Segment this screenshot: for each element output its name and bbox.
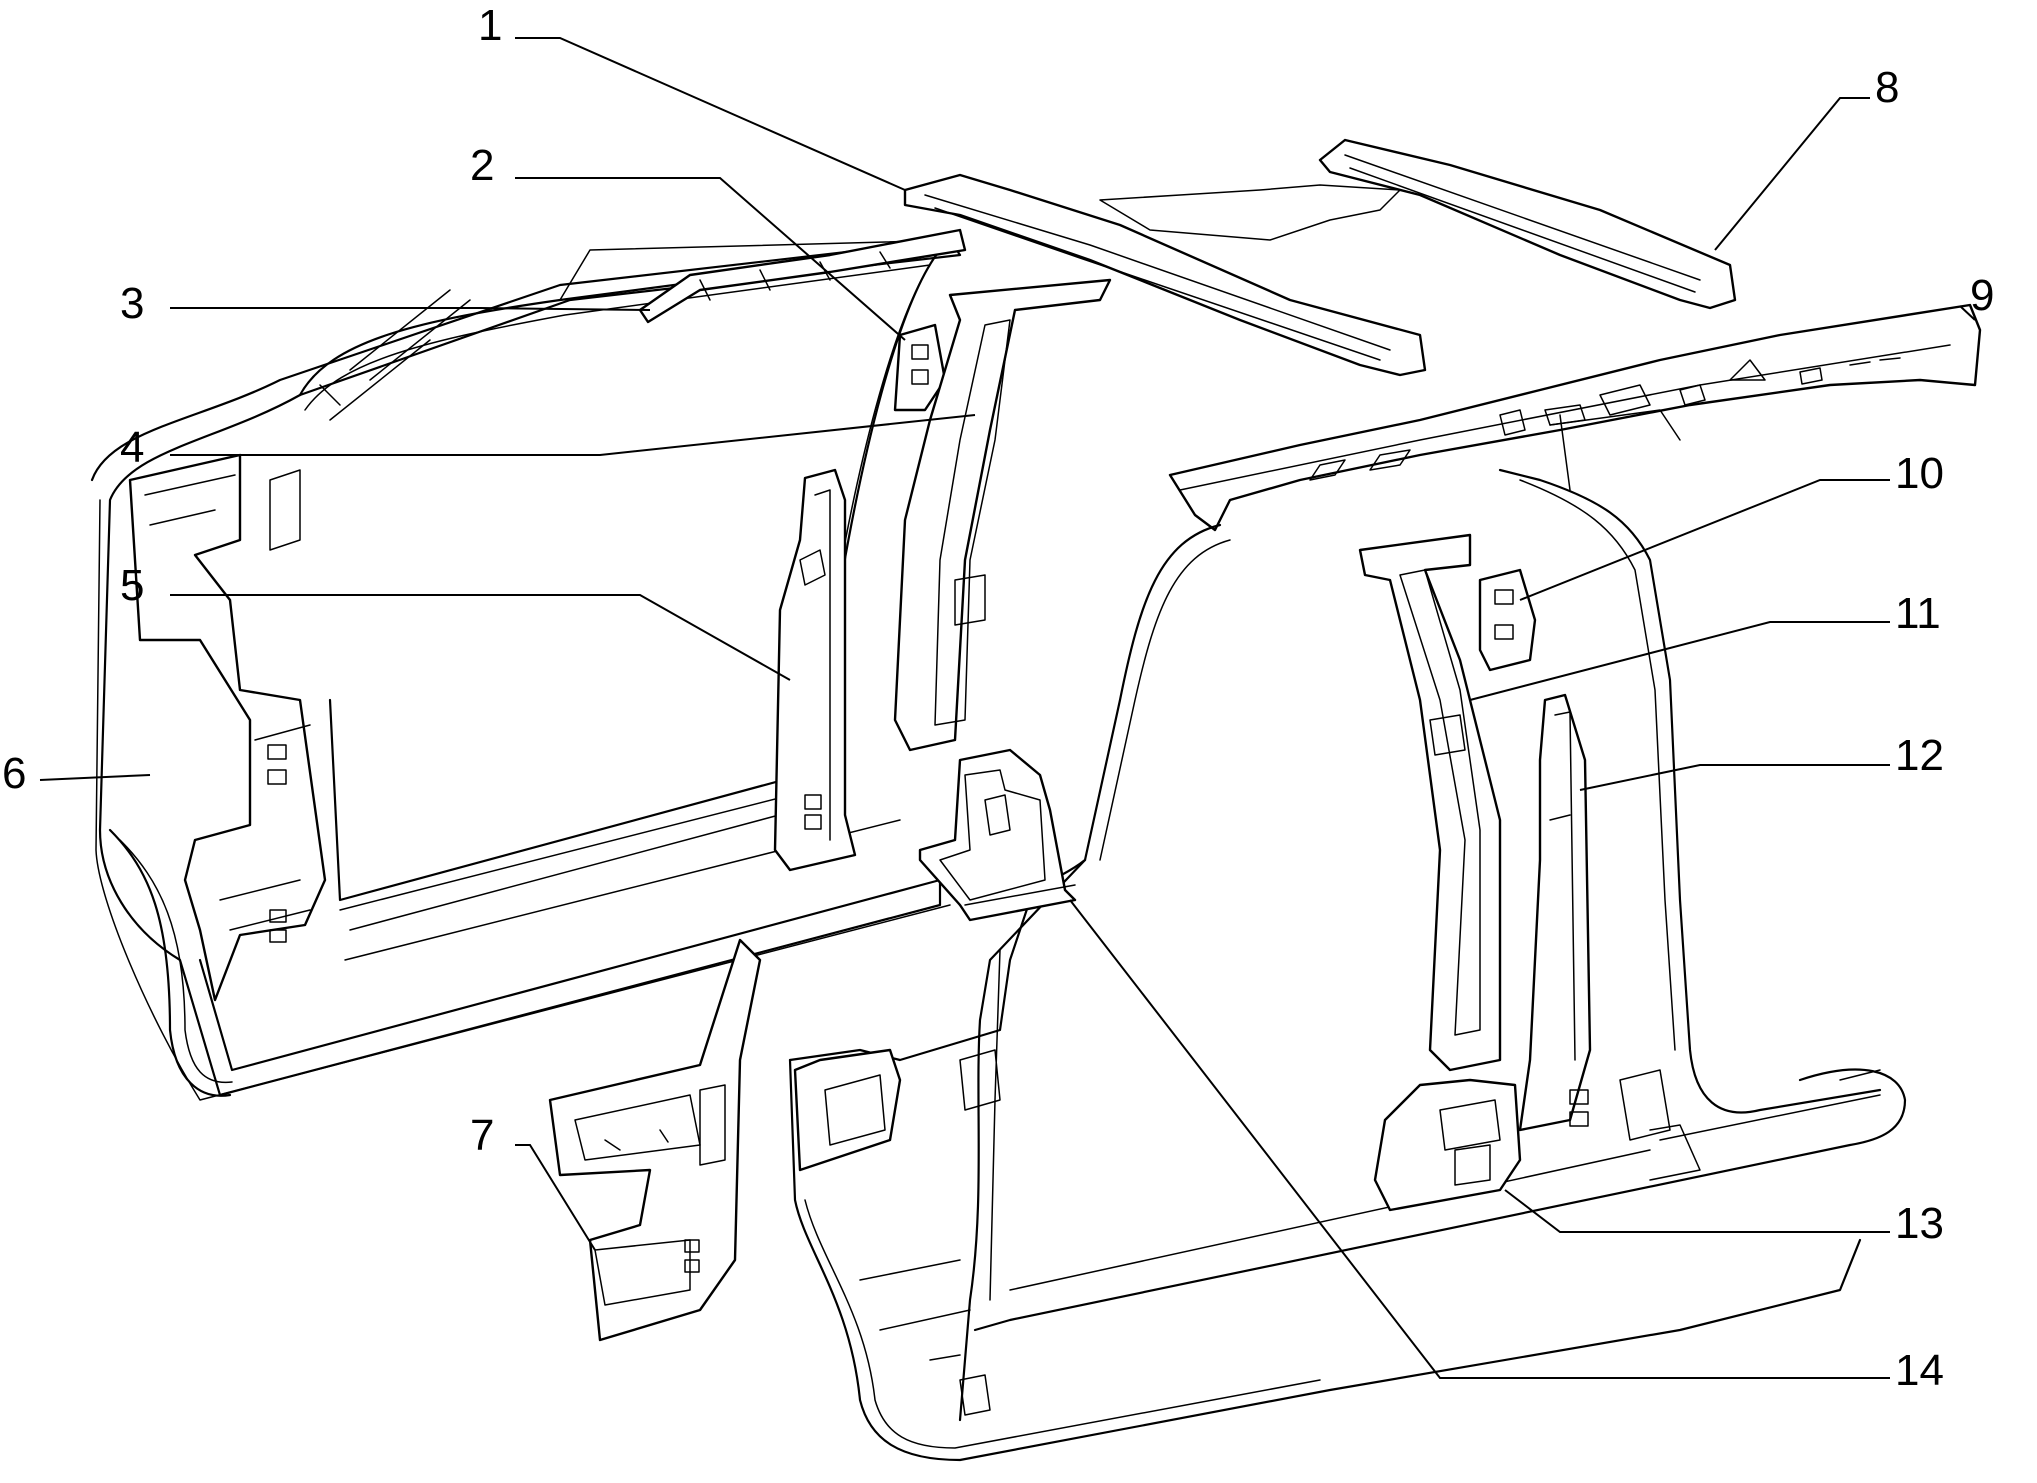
callout-2: 2 xyxy=(470,141,494,190)
part-2-pillar-bracket xyxy=(893,323,947,412)
leader-8 xyxy=(1714,97,1870,251)
leader-2 xyxy=(515,177,906,341)
callout-3: 3 xyxy=(120,279,144,328)
leader-1 xyxy=(515,37,906,191)
callout-6: 6 xyxy=(2,749,26,798)
leader-4 xyxy=(170,414,976,456)
callout-13: 13 xyxy=(1895,1199,1944,1248)
leader-14 xyxy=(1069,899,1890,1379)
part-5-b-pillar-inner xyxy=(773,468,857,872)
leader-13 xyxy=(1504,1189,1890,1233)
callout-14: 14 xyxy=(1895,1346,1944,1395)
part-7-lower-reinforcement xyxy=(548,938,762,1342)
part-12-right-pillar-inner xyxy=(1518,693,1592,1132)
callout-8: 8 xyxy=(1875,63,1899,112)
callout-9: 9 xyxy=(1970,271,1994,320)
callout-5: 5 xyxy=(120,561,144,610)
callout-12: 12 xyxy=(1895,731,1944,780)
leader-7 xyxy=(515,1144,596,1251)
part-1-roof-cross-member xyxy=(903,173,1427,377)
leader-3 xyxy=(170,307,651,311)
leader-5 xyxy=(170,594,791,681)
leader-9 xyxy=(1959,305,1976,321)
callout-labels: 1 2 3 4 5 6 7 8 9 10 11 12 13 14 xyxy=(2,1,1994,1395)
left-side-panel xyxy=(90,238,962,1101)
part-9-right-roof-rail xyxy=(1168,303,1982,532)
part-3-roof-rail xyxy=(638,228,967,324)
leader-10 xyxy=(1519,479,1890,601)
part-8-roof-rear-member xyxy=(1318,138,1737,310)
part-11-b-pillar-reinforcement-right xyxy=(1358,533,1502,1072)
right-side-panel xyxy=(788,409,1907,1462)
part-6-front-reinforcement xyxy=(128,453,327,1002)
callout-7: 7 xyxy=(470,1111,494,1160)
callout-1: 1 xyxy=(478,1,502,50)
leader-12 xyxy=(1579,764,1890,791)
callout-11: 11 xyxy=(1895,589,1941,638)
leader-6 xyxy=(39,774,151,781)
callout-10: 10 xyxy=(1895,449,1944,498)
part-13-pillar-base xyxy=(1373,1078,1522,1212)
part-10-right-bracket xyxy=(1478,568,1537,672)
leader-11 xyxy=(1469,621,1890,701)
part-14-bracket xyxy=(918,748,1077,922)
callout-4: 4 xyxy=(120,423,144,472)
leader-lines xyxy=(39,37,1976,1379)
